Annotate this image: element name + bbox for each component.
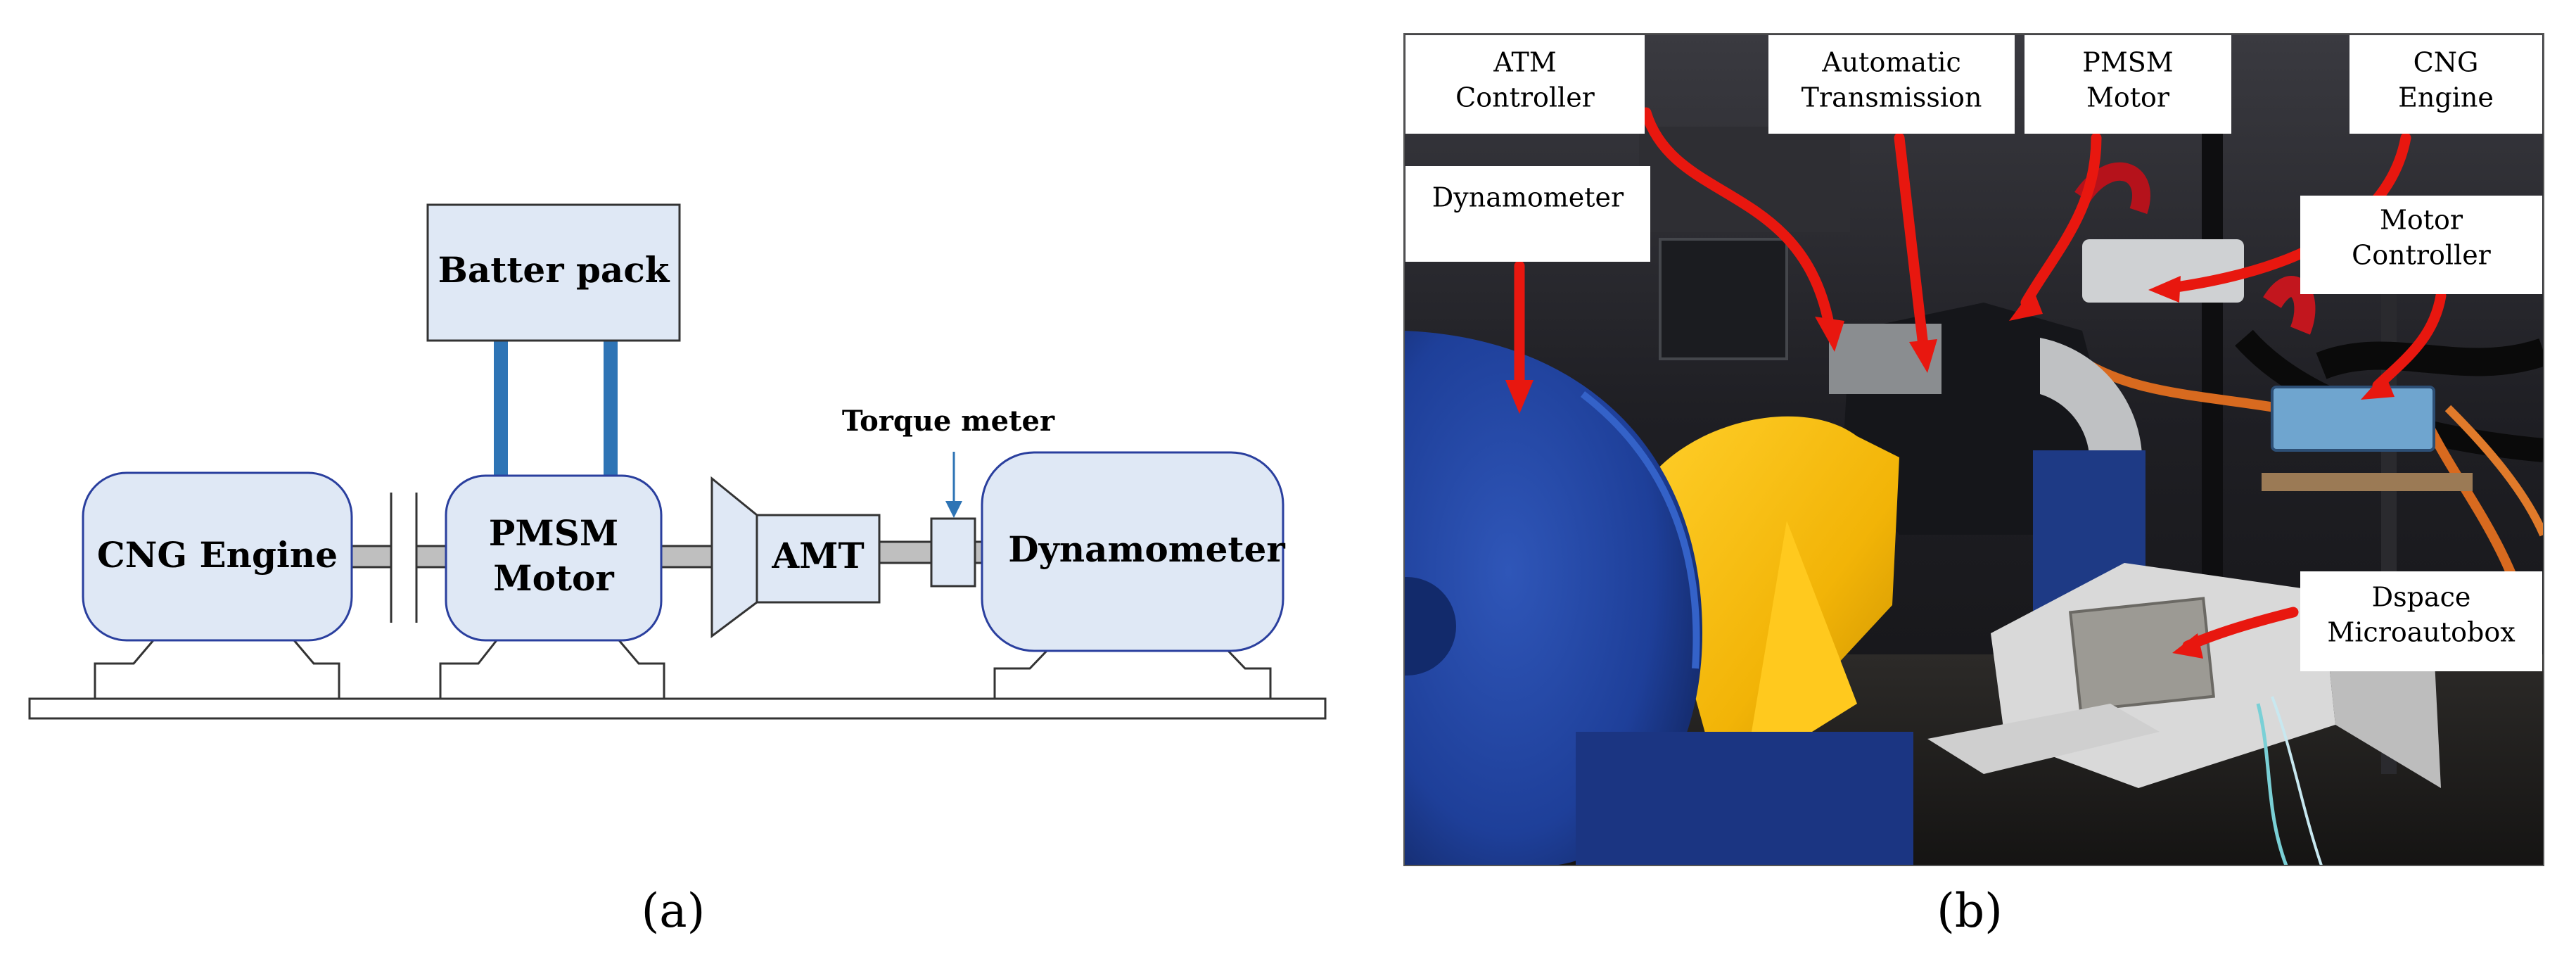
label-atm-line2: Controller xyxy=(1455,82,1595,113)
torque-meter-pointer-head xyxy=(945,501,962,518)
battery-cable-right xyxy=(604,341,618,476)
label-atm-line1: ATM xyxy=(1493,47,1557,78)
base-plate xyxy=(28,697,1327,720)
label-dspace-line1: Dspace xyxy=(2372,582,2471,613)
photo-labels: ATM Controller Automatic Transmission PM… xyxy=(1405,35,2542,671)
label-cng-line2: Engine xyxy=(2398,82,2494,113)
battery-pack-label: Batter pack xyxy=(438,249,670,291)
panel-a-schematic: Batter pack CNG Engine PMSM Motor AMT To… xyxy=(28,203,1327,938)
dynamometer-support xyxy=(993,649,1272,699)
amt-box xyxy=(755,514,881,604)
arrowhead-automatic-transmission xyxy=(1909,339,1937,373)
label-box-dspace xyxy=(2300,571,2542,671)
side-table xyxy=(1927,704,2160,774)
arrowhead-atm-controller xyxy=(1815,317,1844,352)
arrowhead-cng-engine xyxy=(2148,276,2181,303)
motor-controller-unit xyxy=(2271,386,2435,452)
torque-meter-label: Torque meter xyxy=(842,405,1055,438)
label-cng-line1: CNG xyxy=(2414,47,2479,78)
motor-support xyxy=(439,640,665,699)
label-auto-line1: Automatic xyxy=(1821,47,1960,78)
shaft-motor-amt xyxy=(660,545,713,569)
shaft-amt-torque xyxy=(878,540,933,564)
label-pmsm-line1: PMSM xyxy=(2082,47,2173,78)
annotation-arrow-heads xyxy=(1505,276,2395,659)
label-box-motor-controller xyxy=(2300,196,2542,294)
hanging-wires xyxy=(2256,703,2288,865)
pmsm-motor-box xyxy=(445,474,663,642)
dynamometer-label: Dynamometer xyxy=(1008,528,1285,570)
amt-label: AMT xyxy=(771,535,864,576)
label-box-pmsm-motor xyxy=(2025,35,2231,134)
label-dynamometer: Dynamometer xyxy=(1432,182,1624,213)
arrow-automatic-transmission xyxy=(1894,132,1930,357)
dyno-hub xyxy=(1404,577,1456,676)
torque-meter-box xyxy=(930,517,976,588)
arrow-motor-controller xyxy=(2372,290,2447,391)
wall-panel xyxy=(1639,127,1850,232)
dynamometer-box xyxy=(981,451,1284,652)
label-motor-ctrl-line1: Motor xyxy=(2380,205,2463,236)
label-pmsm-line2: Motor xyxy=(2086,82,2170,113)
label-box-cng-engine xyxy=(2349,35,2542,134)
shaft-clutch-motor xyxy=(415,545,447,569)
cng-engine-box xyxy=(82,471,353,642)
battery-cable-left xyxy=(494,341,508,476)
hanging-wires-2 xyxy=(2271,696,2323,865)
amt-taper xyxy=(710,476,758,638)
arrowhead-pmsm-motor xyxy=(2009,288,2043,321)
label-auto-line2: Transmission xyxy=(1802,82,1982,113)
atm-controller-box xyxy=(1659,238,1788,360)
arrowhead-dynamometer xyxy=(1505,380,1534,414)
engine-support xyxy=(94,640,340,699)
arrowhead-dspace xyxy=(2172,633,2203,659)
arrow-pmsm-motor xyxy=(2020,132,2102,308)
arrow-atm-controller xyxy=(1640,107,1835,329)
motor-controller-shelf xyxy=(2262,473,2473,491)
yellow-stand xyxy=(1639,416,1899,774)
orange-cable-3 xyxy=(2444,405,2544,537)
dspace-box xyxy=(2069,597,2215,712)
arrowhead-motor-controller xyxy=(2361,373,2395,400)
panel-b-caption: (b) xyxy=(1937,884,2003,938)
shaft-engine-clutch xyxy=(350,545,393,569)
pmsm-motor-label-line2: Motor xyxy=(493,557,614,599)
pmsm-motor-label-line1: PMSM xyxy=(489,512,618,554)
cng-engine-label: CNG Engine xyxy=(97,534,338,576)
photo-frame xyxy=(1403,33,2544,866)
yellow-stand-fin xyxy=(1745,521,1857,774)
dyno-base xyxy=(1576,732,1913,865)
label-box-dynamometer xyxy=(1405,166,1650,262)
label-motor-ctrl-line2: Controller xyxy=(2352,240,2492,271)
label-dspace-line2: Microautobox xyxy=(2327,617,2515,648)
panel-a-caption: (a) xyxy=(642,884,706,938)
red-hose-2 xyxy=(2263,276,2316,335)
dyno-rim xyxy=(1580,391,1700,669)
black-cable xyxy=(2316,338,2544,379)
test-bench-photo xyxy=(1404,34,2544,865)
panel-b-photo: ATM Controller Automatic Transmission PM… xyxy=(1403,33,2544,938)
battery-pack-box xyxy=(426,203,681,342)
label-box-automatic-transmission xyxy=(1768,35,2015,134)
label-box-atm-controller xyxy=(1405,35,1645,134)
